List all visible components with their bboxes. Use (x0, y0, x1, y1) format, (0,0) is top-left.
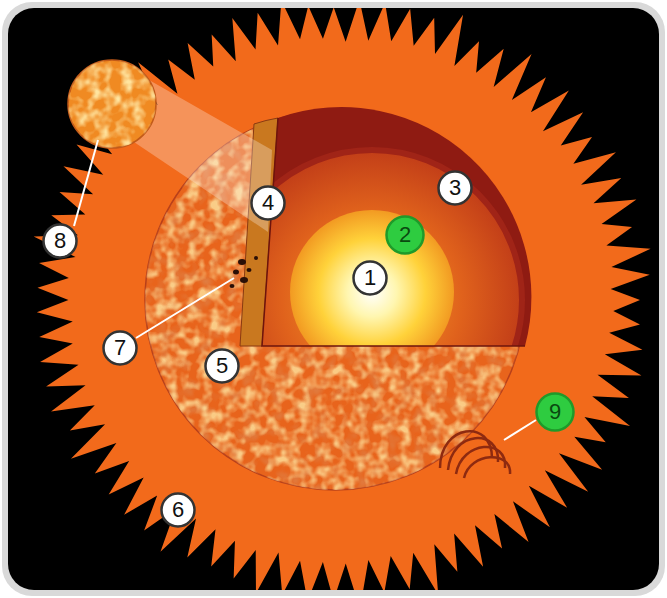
callout-number: 6 (160, 492, 196, 528)
core (290, 210, 454, 374)
callout-number: 7 (102, 330, 138, 366)
callout-number-text: 5 (216, 355, 228, 377)
callout-number: 5 (204, 348, 240, 384)
callout-outline (439, 172, 472, 205)
callout-outline (387, 217, 424, 254)
callout-number-text: 4 (262, 192, 274, 214)
leader-lines (74, 140, 536, 440)
highlight-callout: 2 (385, 215, 425, 255)
granulation-closeup-texture (68, 60, 156, 148)
zone-boundary (222, 150, 522, 450)
callout-text: 4 (250, 185, 286, 221)
callout-outline (252, 187, 285, 220)
callout-number-text: 9 (549, 401, 561, 423)
callout-text: 2 (385, 215, 425, 255)
callout-text: 1 (352, 260, 388, 296)
callout-outline (354, 262, 387, 295)
callout-text: 9 (535, 392, 575, 432)
prominence (440, 431, 510, 478)
callout-number-text: 1 (364, 267, 376, 289)
callout-outline (162, 494, 195, 527)
callout-outline (104, 332, 137, 365)
callout-outline (44, 225, 77, 258)
radiative-zone (222, 150, 522, 450)
callout-number: 4 (250, 185, 286, 221)
callout-number-text: 2 (399, 224, 411, 246)
sunspots (230, 256, 259, 288)
callout-text: 3 (437, 170, 473, 206)
callout-text: 6 (160, 492, 196, 528)
highlight-callout: 9 (535, 392, 575, 432)
callout-text: 7 (102, 330, 138, 366)
corona (34, 8, 651, 590)
granulation-closeup (68, 60, 156, 148)
callout-number-text: 3 (449, 177, 461, 199)
cut-edge (262, 118, 525, 346)
callout-number: 1 (352, 260, 388, 296)
callout-outline (537, 394, 574, 431)
callout-text: 8 (42, 223, 78, 259)
callout-number-text: 6 (172, 499, 184, 521)
callout-number: 3 (437, 170, 473, 206)
callout-number-text: 8 (54, 230, 66, 252)
callout-outline (206, 350, 239, 383)
callout-number: 8 (42, 223, 78, 259)
callout-text: 5 (204, 348, 240, 384)
callout-number-text: 7 (114, 337, 126, 359)
